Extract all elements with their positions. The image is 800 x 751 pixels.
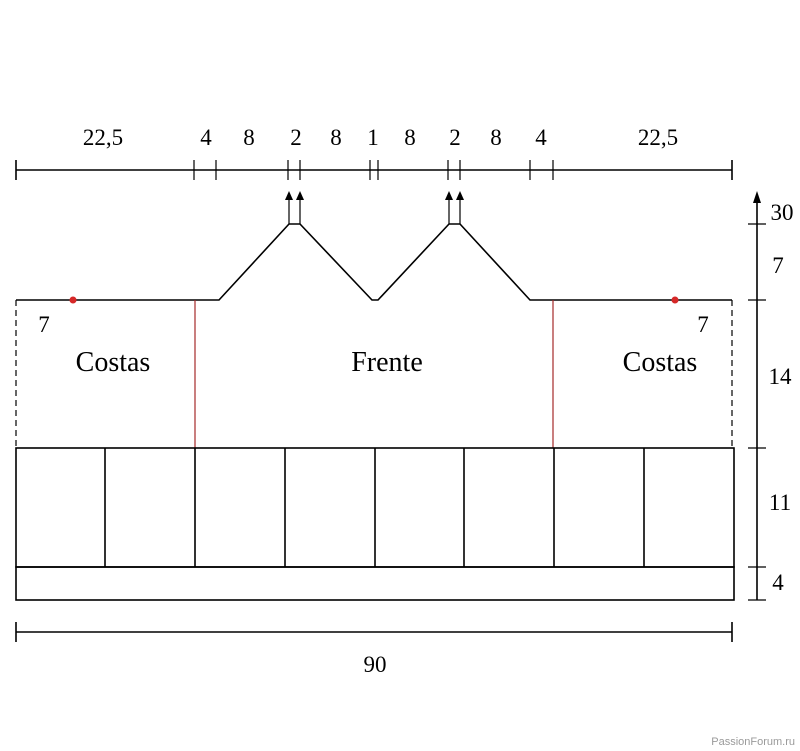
lower-grid	[15, 447, 735, 568]
left-side-mark: 7	[38, 312, 50, 337]
watermark: PassionForum.ru	[711, 736, 795, 748]
top-measure-3: 8	[243, 125, 255, 150]
top-measure-9: 8	[490, 125, 502, 150]
right-red-marker	[671, 296, 679, 304]
top-measure-6: 1	[367, 125, 379, 150]
panel-label-back-right: Costas	[623, 347, 698, 378]
right-measure-4: 11	[769, 490, 791, 515]
right-side-mark: 7	[697, 312, 709, 337]
right-measure-1: 30	[771, 200, 794, 225]
top-measure-5: 8	[330, 125, 342, 150]
panel-label-back-left: Costas	[76, 347, 151, 378]
right-measure-5: 4	[772, 570, 784, 595]
right-measure-3: 14	[769, 364, 793, 389]
top-measure-4: 2	[290, 125, 302, 150]
neckline-outline	[16, 223, 732, 301]
top-measure-11: 22,5	[638, 125, 678, 150]
top-measure-10: 4	[535, 125, 547, 150]
right-measure-2: 7	[772, 253, 784, 278]
strap-tip-arrows	[285, 191, 464, 224]
top-measure-8: 2	[449, 125, 461, 150]
top-measure-7: 8	[404, 125, 416, 150]
top-dimension-line	[15, 160, 733, 180]
bottom-band	[15, 566, 735, 601]
bottom-dimension-line	[15, 622, 733, 642]
right-dimension-line	[748, 191, 766, 601]
panel-label-front: Frente	[351, 347, 423, 378]
left-red-marker	[69, 296, 77, 304]
top-measure-1: 22,5	[83, 125, 123, 150]
top-measure-2: 4	[200, 125, 212, 150]
bottom-measure: 90	[364, 652, 387, 677]
